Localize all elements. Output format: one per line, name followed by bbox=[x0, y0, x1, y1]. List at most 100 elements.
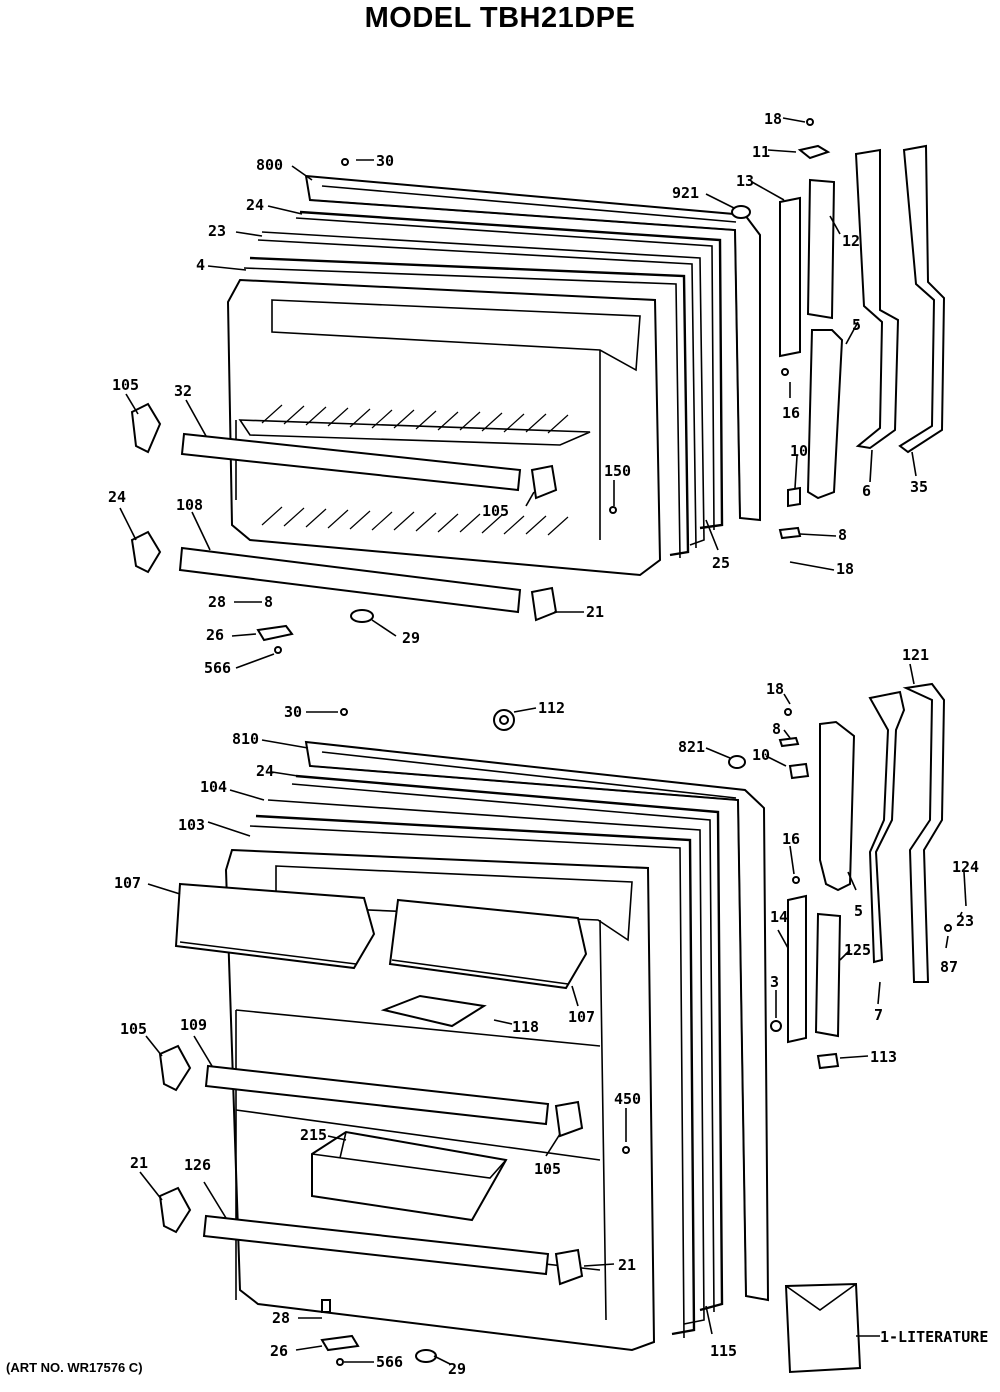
callout-107: 107 bbox=[114, 874, 141, 892]
callout-124: 124 bbox=[952, 858, 979, 876]
callout-30: 30 bbox=[376, 152, 394, 170]
callout-108: 108 bbox=[176, 496, 203, 514]
callout-112: 112 bbox=[538, 699, 565, 717]
freezer-door-assembly bbox=[130, 118, 946, 654]
callout-23-lower: 23 bbox=[956, 912, 974, 930]
screw-150 bbox=[609, 506, 617, 514]
callout-23: 23 bbox=[208, 222, 226, 240]
fresh-food-gasket bbox=[295, 774, 724, 1312]
callout-30-lower: 30 bbox=[284, 703, 302, 721]
shelf-bar-126 bbox=[202, 1214, 550, 1276]
callout-6: 6 bbox=[862, 482, 871, 500]
end-cap-105b bbox=[158, 1044, 192, 1092]
shelf-bracket-105b bbox=[554, 1100, 584, 1138]
diagram-title: MODEL TBH21DPE bbox=[364, 2, 636, 34]
screw-450 bbox=[622, 1146, 630, 1154]
callout-21-lower: 21 bbox=[130, 1154, 148, 1172]
callout-18-lower: 18 bbox=[766, 680, 784, 698]
callout-16-lower: 16 bbox=[782, 830, 800, 848]
callout-25: 25 bbox=[712, 554, 730, 572]
callout-105b: 105 bbox=[482, 502, 509, 520]
cap-8 bbox=[778, 526, 802, 540]
egg-tray bbox=[380, 994, 487, 1028]
callout-105-lower: 105 bbox=[120, 1020, 147, 1038]
end-cap-105 bbox=[130, 402, 162, 454]
fresh-food-door-assembly bbox=[158, 682, 952, 1374]
screw-3 bbox=[770, 1020, 782, 1032]
trim-12 bbox=[806, 178, 836, 320]
callout-29-lower: 29 bbox=[448, 1360, 466, 1378]
handle-6 bbox=[854, 148, 900, 450]
callout-16: 16 bbox=[782, 404, 800, 422]
callout-107b: 107 bbox=[568, 1008, 595, 1026]
callout-113: 113 bbox=[870, 1048, 897, 1066]
callout-28-lower: 28 bbox=[272, 1309, 290, 1327]
callout-5-lower: 5 bbox=[854, 902, 863, 920]
shelf-bar-108 bbox=[178, 546, 522, 614]
shelf-bar-32 bbox=[180, 432, 522, 492]
callout-21: 21 bbox=[586, 603, 604, 621]
literature-envelope bbox=[784, 1282, 862, 1374]
callout-126: 126 bbox=[184, 1156, 211, 1174]
callout-115: 115 bbox=[710, 1342, 737, 1360]
basket-215 bbox=[311, 1130, 508, 1222]
shelf-bracket-21b bbox=[554, 1248, 584, 1286]
plug-921 bbox=[731, 205, 751, 219]
callout-12: 12 bbox=[842, 232, 860, 250]
callout-810: 810 bbox=[232, 730, 259, 748]
plug-821 bbox=[728, 755, 746, 769]
callout-450: 450 bbox=[614, 1090, 641, 1108]
callout-26-lower: 26 bbox=[270, 1342, 288, 1360]
trim-125 bbox=[814, 912, 842, 1038]
callout-566-lower: 566 bbox=[376, 1353, 403, 1371]
callout-121: 121 bbox=[902, 646, 929, 664]
callout-18b: 18 bbox=[836, 560, 854, 578]
callout-18: 18 bbox=[764, 110, 782, 128]
hinge-5b bbox=[819, 720, 856, 892]
callout-26: 26 bbox=[206, 626, 224, 644]
cover-113 bbox=[816, 1052, 840, 1070]
screw-30b bbox=[340, 708, 348, 716]
callout-14: 14 bbox=[770, 908, 788, 926]
callout-35: 35 bbox=[910, 478, 928, 496]
callout-7: 7 bbox=[874, 1006, 883, 1024]
handle-35 bbox=[898, 144, 946, 454]
callout-87: 87 bbox=[940, 958, 958, 976]
literature-label: 1-LITERATURE bbox=[880, 1328, 988, 1346]
callout-109: 109 bbox=[180, 1016, 207, 1034]
plug-29 bbox=[350, 609, 374, 623]
spacer-10 bbox=[787, 486, 801, 508]
shelf-bar-109 bbox=[204, 1064, 550, 1126]
leader-lines bbox=[119, 117, 967, 1365]
callout-labels: 18 11 800 30 921 13 24 12 23 4 5 105 32 … bbox=[6, 110, 988, 1378]
callout-3: 3 bbox=[770, 973, 779, 991]
callout-566: 566 bbox=[204, 659, 231, 677]
screw-87 bbox=[944, 924, 952, 932]
callout-4: 4 bbox=[196, 256, 205, 274]
trim-13 bbox=[779, 196, 801, 358]
callout-8b: 8 bbox=[264, 593, 273, 611]
callout-8: 8 bbox=[838, 526, 847, 544]
cap-8b bbox=[778, 736, 800, 748]
callout-24: 24 bbox=[246, 196, 264, 214]
callout-11: 11 bbox=[752, 143, 770, 161]
shelf-bracket-21 bbox=[530, 586, 558, 622]
screw-28 bbox=[321, 1299, 331, 1313]
callout-8-lower: 8 bbox=[772, 720, 781, 738]
callout-921: 921 bbox=[672, 184, 699, 202]
freezer-gasket bbox=[299, 210, 724, 530]
cam-26b bbox=[320, 1334, 360, 1352]
dairy-bin-left bbox=[174, 882, 376, 970]
callout-800: 800 bbox=[256, 156, 283, 174]
callout-10-lower: 10 bbox=[752, 746, 770, 764]
cap-11 bbox=[797, 144, 831, 160]
callout-105b-lower: 105 bbox=[534, 1160, 561, 1178]
shelf-bracket-105 bbox=[530, 464, 558, 500]
callout-104: 104 bbox=[200, 778, 227, 796]
callout-29: 29 bbox=[402, 629, 420, 647]
callout-215: 215 bbox=[300, 1126, 327, 1144]
handle-121 bbox=[902, 682, 946, 983]
screw-30 bbox=[341, 158, 349, 166]
cam-26 bbox=[256, 624, 294, 642]
